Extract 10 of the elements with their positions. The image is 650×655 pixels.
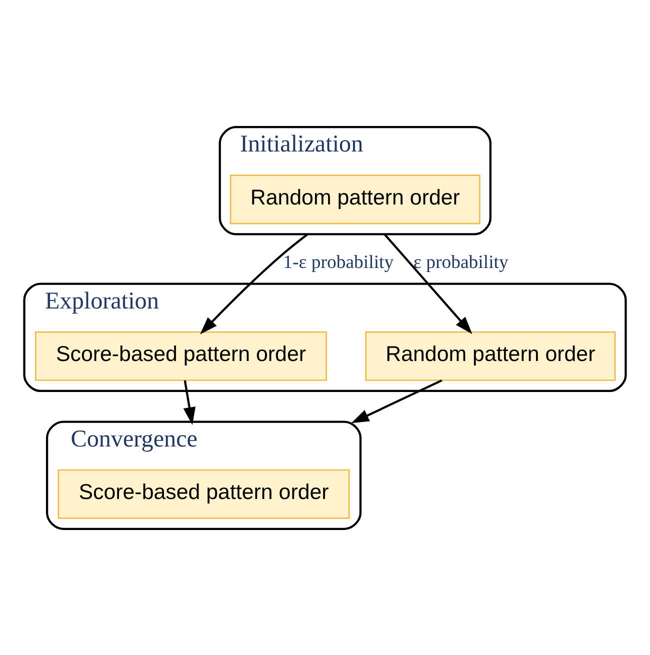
node-box: Score-based pattern order bbox=[58, 468, 350, 518]
node-box: Score-based pattern order bbox=[35, 330, 327, 380]
edge-label: 1-ε probability bbox=[283, 251, 394, 272]
arrow bbox=[200, 232, 308, 334]
node-box: Random pattern order bbox=[365, 330, 616, 380]
node-box: Random pattern order bbox=[230, 174, 480, 224]
arrow bbox=[384, 233, 472, 334]
edge-label: ε probability bbox=[414, 251, 508, 272]
arrow bbox=[351, 378, 442, 423]
arrow bbox=[183, 380, 196, 424]
